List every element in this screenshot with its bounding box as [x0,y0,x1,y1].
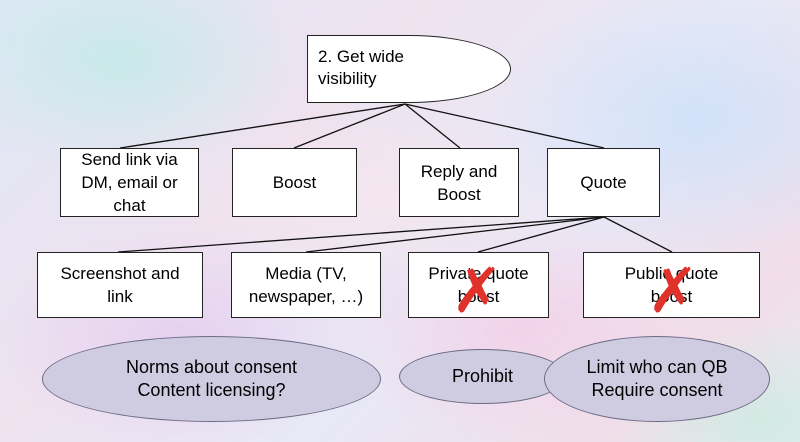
edge-root-boost [293,103,406,149]
edge-quote-private [477,216,605,253]
edge-root-quote [404,103,605,149]
node-quote: Quote [547,148,660,217]
edge-root-send-link [119,103,406,149]
edge-quote-media [305,216,605,253]
node-private-quote-boost: Private quote boost [408,252,549,318]
root-node: 2. Get wide visibility [307,35,511,103]
node-public-quote-boost: Public quote boost [583,252,760,318]
node-media: Media (TV, newspaper, …) [231,252,381,318]
node-quote-label: Quote [580,173,627,192]
note-norms-consent: Norms about consent Content licensing? [42,336,381,422]
node-private-quote-boost-label: Private quote boost [428,264,529,306]
note-prohibit-label: Prohibit [451,366,514,386]
edge-root-reply-boost [404,103,461,149]
node-media-label: Media (TV, newspaper, …) [248,264,364,306]
note-prohibit: Prohibit [399,349,566,404]
note-limit-qb: Limit who can QB Require consent [544,336,770,422]
cross-mark-icon: ✗ [451,254,503,327]
node-send-link-label: Send link via DM, email or chat [81,150,178,215]
note-norms-consent-label: Norms about consent Content licensing? [125,357,298,400]
node-screenshot-link-label: Screenshot and link [60,264,180,306]
node-public-quote-boost-label: Public quote boost [624,264,719,306]
node-boost-label: Boost [272,173,317,192]
edge-quote-screenshot [117,216,605,253]
node-screenshot-link: Screenshot and link [37,252,203,318]
node-boost: Boost [232,148,357,217]
node-reply-boost: Reply and Boost [399,148,519,217]
note-limit-qb-label: Limit who can QB Require consent [586,357,728,400]
edge-quote-public [603,216,673,253]
node-reply-boost-label: Reply and Boost [420,161,498,204]
cross-mark-icon: ✗ [647,254,699,327]
root-label: 2. Get wide visibility [318,47,404,88]
node-send-link: Send link via DM, email or chat [60,148,199,217]
